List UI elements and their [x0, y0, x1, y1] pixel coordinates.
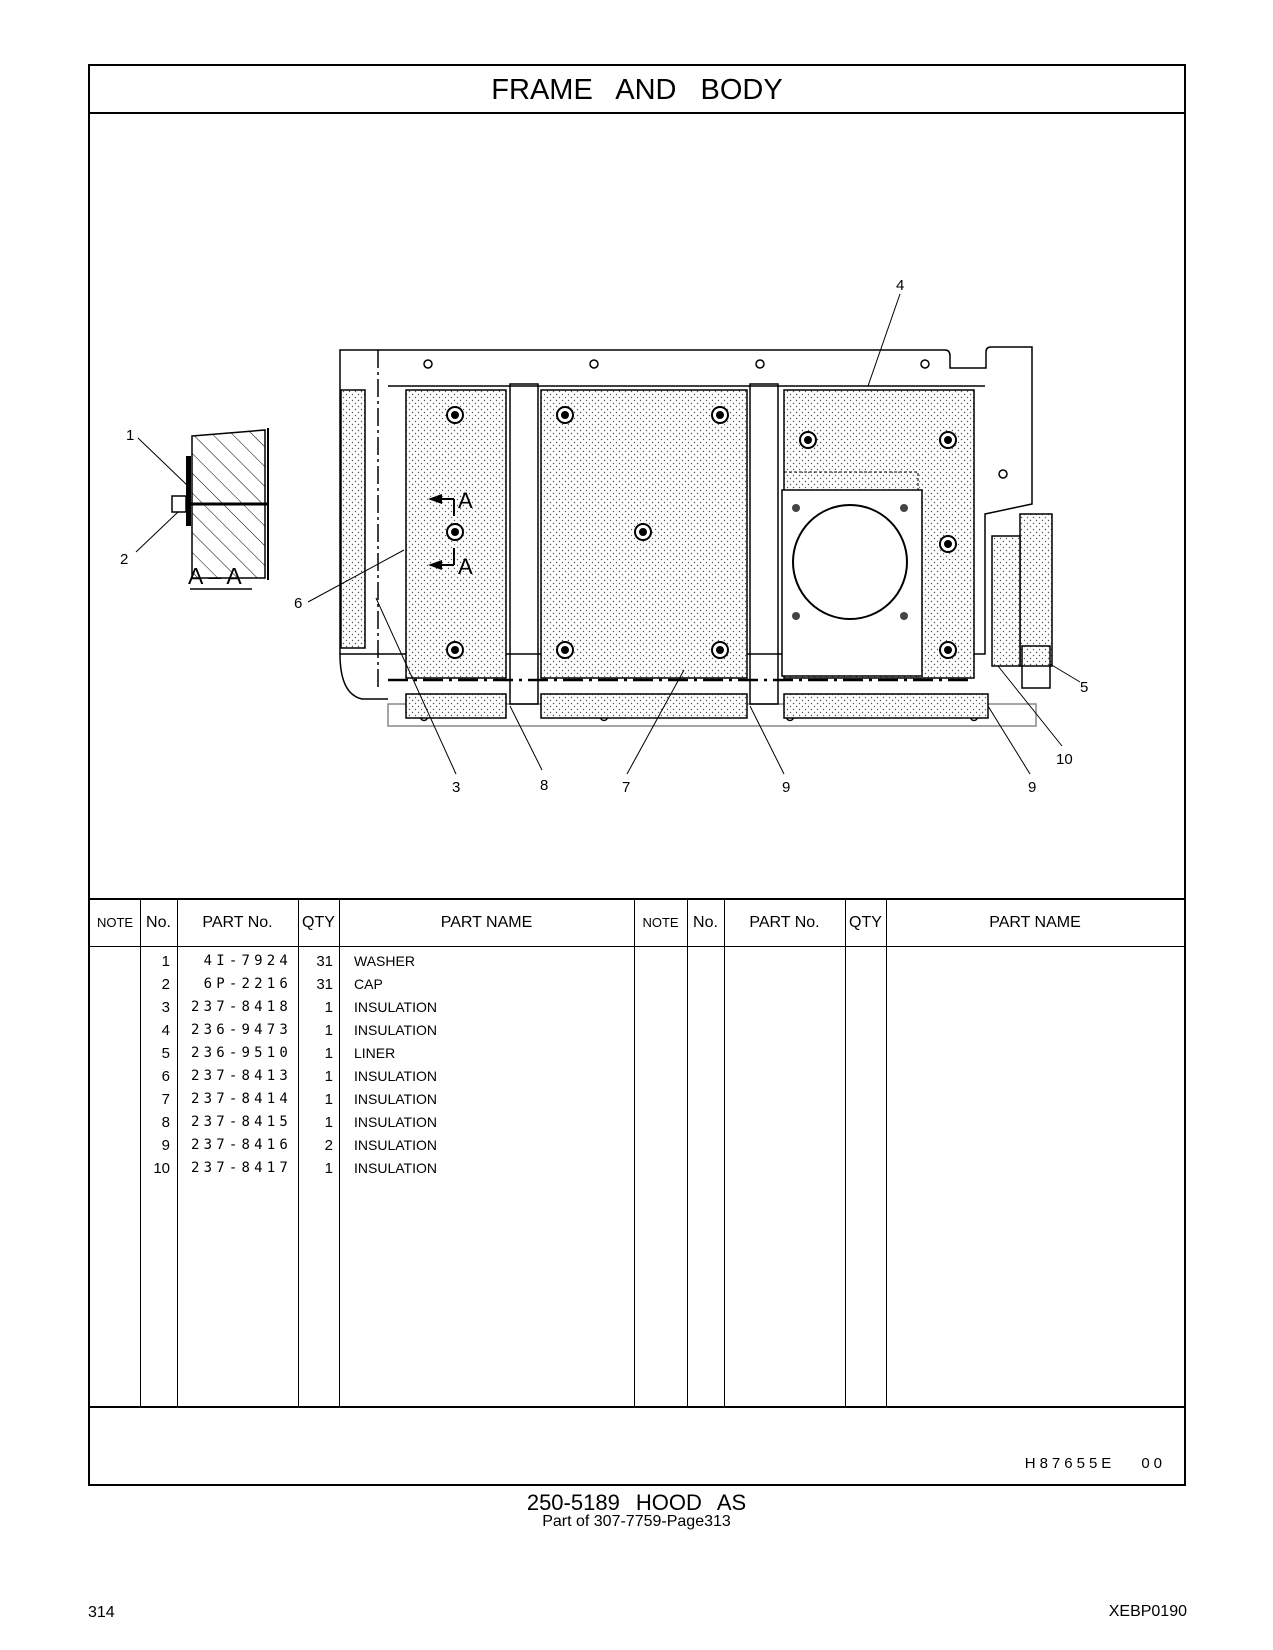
section-mark-top: A	[458, 488, 473, 513]
opening-plate	[781, 471, 923, 677]
insulation-9-left	[540, 693, 748, 719]
callout-10: 10	[1056, 751, 1073, 768]
header-note-2: NOTE	[642, 915, 679, 930]
insulation-10	[991, 535, 1021, 667]
callout-6: 6	[294, 595, 302, 612]
callout-9-right: 9	[1028, 779, 1036, 796]
assembly-reference: Part of 307-7759-Page313	[542, 1513, 731, 1530]
callout-2: 2	[120, 551, 128, 568]
header-qty: QTY	[302, 914, 335, 931]
page-number: 314	[88, 1604, 115, 1621]
washer-shape	[186, 456, 191, 526]
insulation-3	[340, 389, 366, 649]
document-code: XEBP0190	[1108, 1603, 1187, 1620]
section-detail: 1 2 A – A	[120, 427, 269, 590]
cap-shape	[171, 495, 187, 513]
drawing-svg: 1 2 A – A	[120, 277, 1088, 796]
callout-numbers: 4 5 6 3 8 7 9 9 10	[294, 277, 1088, 796]
callout-8: 8	[540, 777, 548, 794]
header-no-2: No.	[693, 914, 718, 931]
callout-4: 4	[896, 277, 904, 294]
assembly-title: 250-5189 HOOD AS	[526, 1490, 747, 1515]
callout-9-left: 9	[782, 779, 790, 796]
insulation-9-right	[783, 693, 989, 719]
header-part-name: PART NAME	[440, 914, 533, 931]
drawing-number: H87655E	[1024, 1455, 1116, 1472]
callout-1: 1	[126, 427, 134, 444]
drawing-revision: 00	[1141, 1455, 1166, 1472]
header-note: NOTE	[96, 915, 134, 930]
parts-table: NOTE No. PART No. QTY PART NAME NOTE No.…	[90, 898, 1184, 1408]
section-label: A – A	[188, 563, 242, 589]
section-mark-bottom: A	[458, 554, 473, 579]
callout-5: 5	[1080, 679, 1088, 696]
header-part-no: PART No.	[202, 914, 273, 931]
header-part-no-2: PART No.	[749, 914, 820, 931]
header-part-name-2: PART NAME	[989, 914, 1081, 931]
header-qty-2: QTY	[849, 914, 882, 931]
page-title: FRAME AND BODY	[90, 66, 1184, 114]
liner-panel	[1019, 513, 1053, 667]
drawing-code: H87655E 00	[1025, 1455, 1166, 1472]
leader-lines	[307, 293, 1081, 775]
header-no: No.	[146, 914, 171, 931]
callout-7: 7	[622, 779, 630, 796]
insulation-8	[405, 693, 507, 719]
section-cut-marks: A A	[428, 488, 473, 579]
exploded-drawing: 1 2 A – A	[90, 114, 1184, 898]
fasteners	[446, 406, 957, 659]
callout-3: 3	[452, 779, 460, 796]
parts-sheet-frame: FRAME AND BODY	[88, 64, 1186, 1486]
